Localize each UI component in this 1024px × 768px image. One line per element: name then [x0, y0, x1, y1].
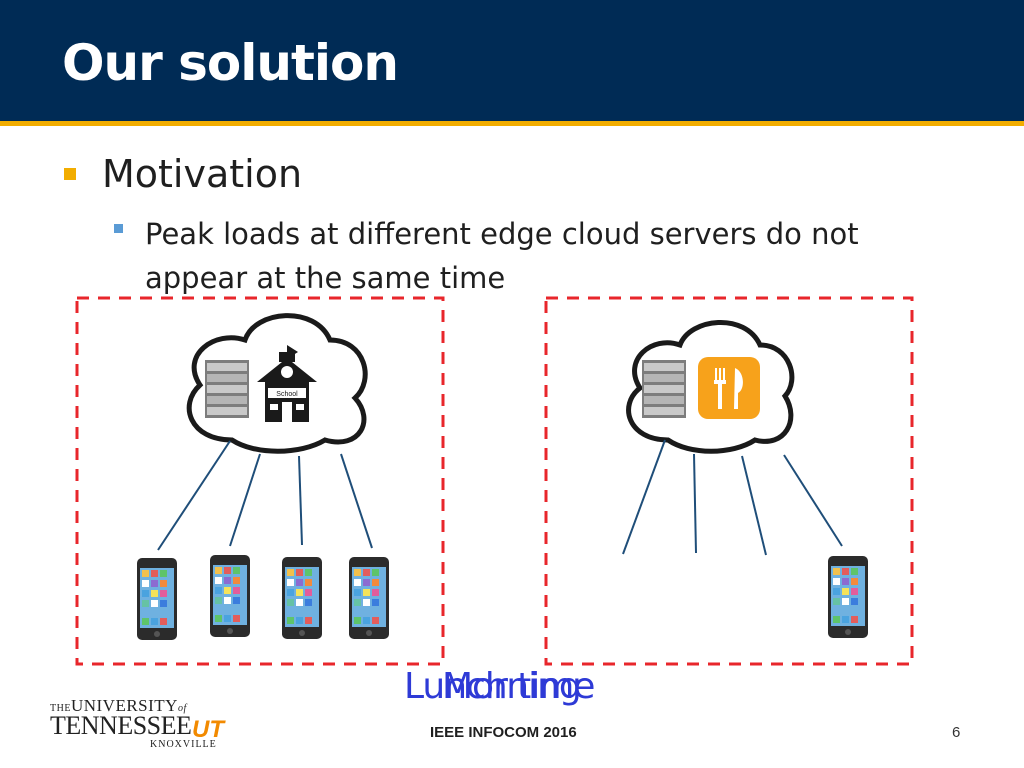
server-rack-icon [642, 360, 686, 418]
smartphone-icon [828, 556, 868, 638]
slide-title: Our solution [62, 34, 399, 92]
time-caption: Lunch time Morning [404, 666, 595, 707]
bullet-level2: Peak loads at different edge cloud serve… [114, 212, 905, 300]
university-logo: THEUNIVERSITYof TENNESSEE UT KNOXVILLE [50, 694, 230, 754]
footer-conference: IEEE INFOCOM 2016 [430, 724, 577, 741]
page-number: 6 [952, 724, 961, 741]
bullet-square-icon [64, 168, 76, 180]
smartphone-icon [137, 558, 177, 640]
logo-line1: THEUNIVERSITYof [50, 696, 187, 715]
server-rack-icon [205, 360, 249, 418]
logo-line2: TENNESSEE [50, 711, 192, 740]
bullet-level1-text: Motivation [102, 152, 303, 196]
bullet-square-icon [114, 224, 123, 233]
logo-line3: KNOXVILLE [150, 739, 217, 750]
bullet-level2-text: Peak loads at different edge cloud serve… [145, 217, 859, 295]
school-label: School [276, 391, 298, 398]
bullet-level1: Motivation [64, 152, 302, 196]
ut-mark-icon: UT [192, 716, 224, 743]
restaurant-icon [698, 357, 760, 419]
right-region-box [544, 296, 914, 666]
smartphone-icon [210, 555, 250, 637]
title-bar: Our solution [0, 0, 1024, 126]
caption-morning: Morning [442, 666, 582, 707]
left-region-box [75, 296, 445, 666]
school-icon: School [257, 345, 317, 422]
smartphone-icon [282, 557, 322, 639]
caption-lunch-time: Lunch time [404, 666, 595, 707]
link-lines [157, 439, 843, 556]
smartphone-icon [349, 557, 389, 639]
